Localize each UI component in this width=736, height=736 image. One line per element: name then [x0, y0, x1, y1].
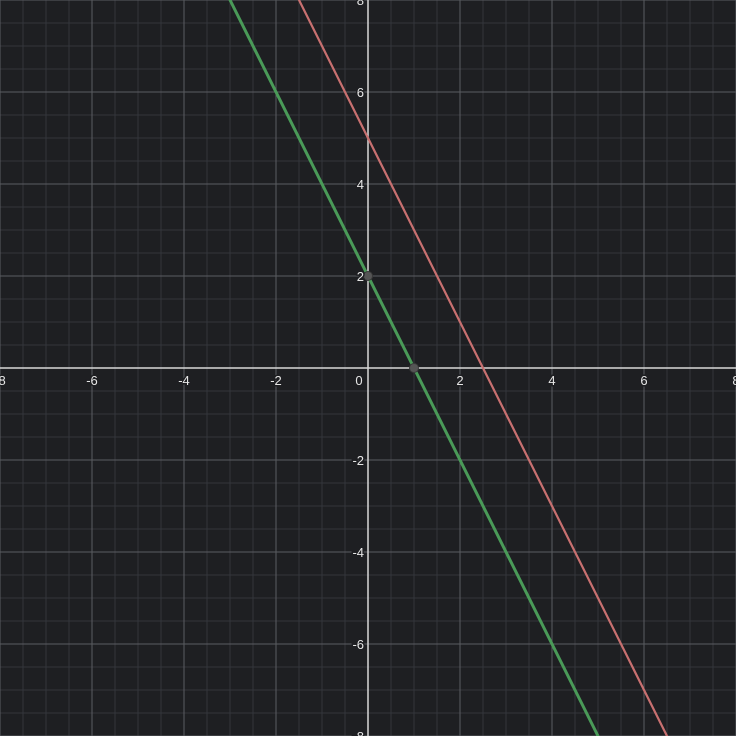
x-tick-label: -2: [270, 373, 282, 388]
data-point-1: [363, 271, 373, 281]
y-tick-label: 8: [357, 0, 364, 8]
x-tick-label: 8: [732, 373, 736, 388]
y-tick-label: -4: [352, 545, 364, 560]
y-tick-label: -2: [352, 453, 364, 468]
y-tick-label: 4: [357, 177, 364, 192]
y-tick-label: -8: [352, 729, 364, 736]
x-tick-label: 6: [640, 373, 647, 388]
y-tick-label: -6: [352, 637, 364, 652]
data-point-2: [409, 363, 419, 373]
x-tick-label: -4: [178, 373, 190, 388]
x-tick-label: 4: [548, 373, 555, 388]
points-layer: [363, 271, 419, 373]
series-line-1: [297, 0, 669, 736]
x-tick-label: 2: [456, 373, 463, 388]
x-tick-label: -6: [86, 373, 98, 388]
y-tick-label: 2: [357, 269, 364, 284]
x-tick-label: -8: [0, 373, 6, 388]
x-tick-label: 0: [355, 373, 362, 388]
y-tick-label: 6: [357, 85, 364, 100]
